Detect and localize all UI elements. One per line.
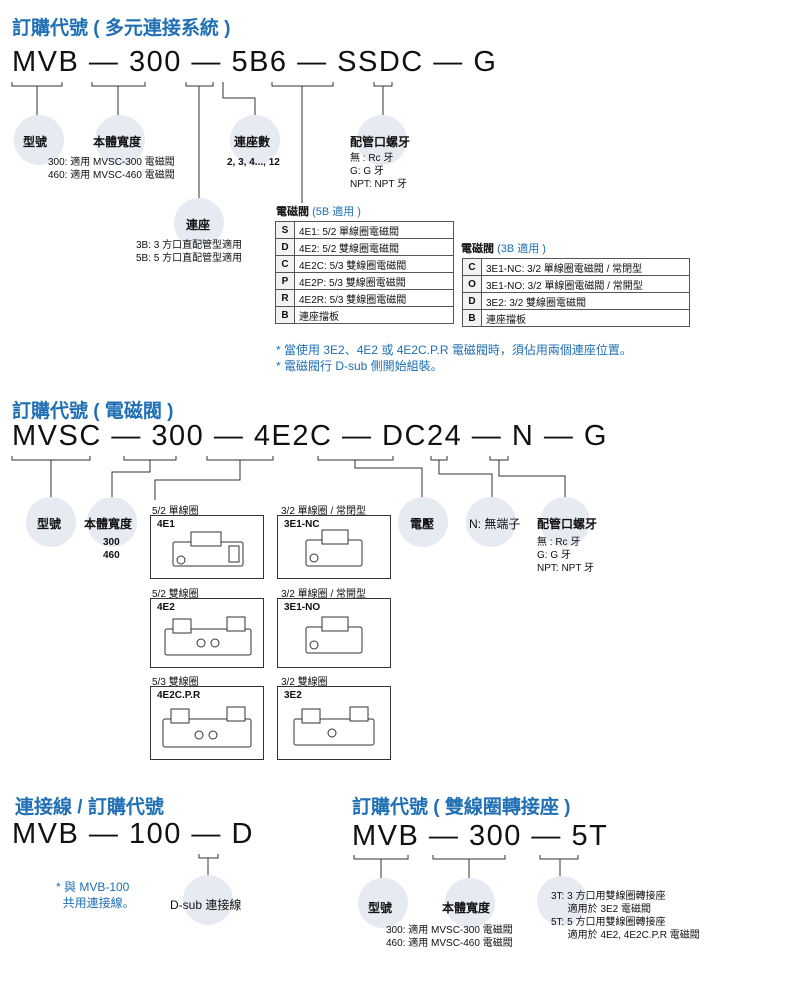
voltage-circle — [398, 497, 448, 547]
valve-image — [172, 531, 244, 567]
station-values: 2, 3, 4..., 12 — [227, 157, 280, 168]
section2-order-code: MVSC — 300 — 4E2C — DC24 — N — G — [12, 420, 608, 452]
section4-order-code: MVB — 300 — 5T — [352, 820, 609, 852]
valve-caption: 5/2 單線圈 — [152, 506, 199, 517]
type-circle — [537, 876, 587, 926]
width-circle — [445, 878, 495, 928]
valve-image — [164, 616, 252, 656]
section2-title: 訂購代號 ( 電磁閥 ) — [12, 401, 174, 422]
section3-title: 連接線 / 訂購代號 — [15, 797, 164, 818]
model-label: 型號 — [368, 901, 393, 915]
table5b-caption: 電磁閥 (5B 適用 ) — [276, 206, 361, 218]
valve-image — [293, 706, 375, 746]
valve-box-4e2c: 4E2C.P.R — [150, 686, 264, 760]
voltage-label: 電壓 — [410, 517, 435, 531]
dsub-cable-label: D-sub 連接線 — [170, 898, 242, 912]
connect-options: 3B: 3 方口直配管型適用 5B: 5 方口直配管型適用 — [136, 240, 243, 264]
section1-order-code: MVB — 300 — 5B6 — SSDC — G — [12, 46, 498, 78]
section1-notes: * 當使用 3E2、4E2 或 4E2C.P.R 電磁閥時，須佔用兩個連座位置。… — [276, 343, 632, 373]
valve-caption: 5/3 雙線圈 — [152, 677, 199, 688]
dsub-circle — [183, 875, 233, 925]
width-options: 300: 適用 MVSC-300 電磁閥 460: 適用 MVSC-460 電磁… — [48, 157, 175, 181]
section3-order-code: MVB — 100 — D — [12, 818, 254, 850]
valve-caption: 3/2 雙線圈 — [281, 677, 328, 688]
width-circle — [95, 115, 145, 165]
station-circle — [230, 115, 280, 165]
adapter-types: 3T: 3 方口用雙線圈轉接座 適用於 3E2 電磁閥 5T: 5 方口用雙線圈… — [551, 891, 700, 941]
model-circle — [26, 497, 76, 547]
section3-note: * 與 MVB-100 共用連接線。 — [56, 880, 135, 910]
model-circle — [358, 878, 408, 928]
valve-image — [305, 616, 363, 654]
table3b-caption: 電磁閥 (3B 適用 ) — [461, 243, 546, 255]
model-label: 型號 — [37, 517, 62, 531]
valve-box-4e1: 4E1 — [150, 515, 264, 579]
section1-title: 訂購代號 ( 多元連接系統 ) — [12, 18, 231, 39]
station-label: 連座數 — [234, 135, 271, 149]
connect-circle — [174, 198, 224, 248]
valve-box-3e1-no: 3E1-NO — [277, 598, 391, 668]
valve-box-3e2: 3E2 — [277, 686, 391, 760]
width-options: 300: 適用 MVSC-300 電磁閥 460: 適用 MVSC-460 電磁… — [386, 925, 513, 949]
valve-box-4e2: 4E2 — [150, 598, 264, 668]
port-options: 無 : Rc 牙 G: G 牙 NPT: NPT 牙 — [350, 153, 408, 190]
width-circle — [87, 497, 137, 547]
width-values: 300 460 — [103, 537, 120, 561]
no-terminal-label: N: 無端子 — [469, 517, 521, 531]
valve-box-3e1-nc: 3E1-NC — [277, 515, 391, 579]
valve-caption: 3/2 單線圈 / 常閉型 — [281, 506, 367, 517]
port-circle — [540, 497, 590, 547]
connect-label: 連座 — [186, 218, 211, 232]
valve-caption: 3/2 單線圈 / 常開型 — [281, 589, 367, 600]
valve-image — [305, 529, 363, 567]
port-label: 配管口螺牙 — [537, 517, 598, 531]
width-label: 本體寬度 — [442, 901, 491, 915]
width-label: 本體寬度 — [93, 135, 142, 149]
port-circle — [357, 115, 407, 165]
valve-image — [162, 706, 252, 748]
width-label: 本體寬度 — [84, 517, 133, 531]
port-options: 無 : Rc 牙 G: G 牙 NPT: NPT 牙 — [537, 537, 595, 574]
model-label: 型號 — [23, 135, 48, 149]
valve-caption: 5/2 雙線圈 — [152, 589, 199, 600]
section4-title: 訂購代號 ( 雙線圈轉接座 ) — [352, 797, 571, 818]
port-label: 配管口螺牙 — [350, 135, 411, 149]
terminal-circle — [466, 497, 516, 547]
model-circle — [14, 115, 64, 165]
